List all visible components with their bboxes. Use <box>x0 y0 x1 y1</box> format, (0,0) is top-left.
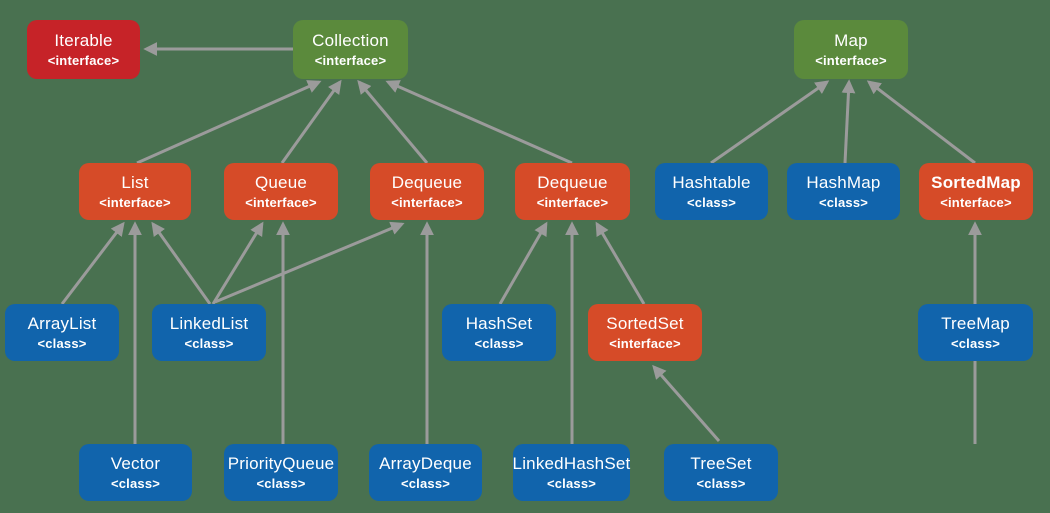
inheritance-arrow-queue-to-collection <box>280 79 342 164</box>
inheritance-arrow-linkedlist-to-dequeue <box>214 221 405 304</box>
node-hashtable-label: Hashtable <box>672 173 751 193</box>
node-treeset-label: TreeSet <box>690 454 752 474</box>
node-priorityqueue-stereotype: <class> <box>256 475 306 491</box>
node-hashmap-label: HashMap <box>806 173 881 193</box>
node-iterable-stereotype: <interface> <box>47 52 120 68</box>
node-arraydeque: ArrayDeque<class> <box>369 444 482 501</box>
node-vector-label: Vector <box>110 454 161 474</box>
node-map-label: Map <box>834 31 868 51</box>
node-list-stereotype: <interface> <box>99 194 171 210</box>
node-sortedmap: SortedMap<interface> <box>919 163 1033 220</box>
node-queue-label: Queue <box>254 173 308 193</box>
node-dequeue: Dequeue<interface> <box>370 163 484 220</box>
node-priorityqueue: PriorityQueue<class> <box>224 444 338 501</box>
node-linkedhashset: LinkedHashSet<class> <box>513 444 630 501</box>
node-hashset-label: HashSet <box>465 314 533 334</box>
node-vector: Vector<class> <box>79 444 192 501</box>
node-list: List<interface> <box>79 163 191 220</box>
node-linkedhashset-label: LinkedHashSet <box>512 454 631 474</box>
node-linkedlist-label: LinkedList <box>169 314 249 334</box>
node-dequeue2-label: Dequeue <box>537 173 608 193</box>
node-sortedmap-label: SortedMap <box>931 173 1021 193</box>
node-queue: Queue<interface> <box>224 163 338 220</box>
inheritance-arrow-treeset-to-sortedset <box>652 364 721 442</box>
node-treemap-label: TreeMap <box>941 314 1010 334</box>
node-iterable-label: Iterable <box>54 31 113 51</box>
node-linkedlist-stereotype: <class> <box>184 335 234 351</box>
node-arraydeque-label: ArrayDeque <box>379 454 472 474</box>
node-hashset-stereotype: <class> <box>474 335 524 351</box>
node-list-label: List <box>121 173 149 193</box>
node-vector-stereotype: <class> <box>110 475 161 491</box>
node-arraydeque-stereotype: <class> <box>400 475 451 491</box>
inheritance-arrow-arraylist-to-list <box>60 221 125 305</box>
node-collection-stereotype: <interface> <box>314 52 387 68</box>
node-dequeue-label: Dequeue <box>391 173 463 193</box>
inheritance-arrow-linkedlist-to-queue <box>211 221 264 305</box>
node-sortedset-label: SortedSet <box>606 314 684 334</box>
node-queue-stereotype: <interface> <box>245 194 317 210</box>
node-dequeue-stereotype: <interface> <box>391 194 463 210</box>
node-arraylist-stereotype: <class> <box>37 335 87 351</box>
inheritance-arrow-sortedset-to-dequeue2 <box>595 221 646 305</box>
node-sortedset-stereotype: <interface> <box>609 335 681 351</box>
node-collection: Collection<interface> <box>293 20 408 79</box>
node-hashtable: Hashtable<class> <box>655 163 768 220</box>
node-iterable: Iterable<interface> <box>27 20 140 79</box>
node-arraylist: ArrayList<class> <box>5 304 119 361</box>
inheritance-arrow-hashtable-to-map <box>710 80 830 165</box>
node-map: Map<interface> <box>794 20 908 79</box>
inheritance-arrow-sortedmap-to-map <box>866 80 976 165</box>
node-dequeue2-stereotype: <interface> <box>536 194 609 210</box>
node-sortedmap-stereotype: <interface> <box>940 194 1012 210</box>
node-priorityqueue-label: PriorityQueue <box>227 454 335 474</box>
inheritance-arrow-hashset-to-dequeue2 <box>498 221 548 305</box>
node-hashmap-stereotype: <class> <box>818 194 869 210</box>
inheritance-arrow-list-to-collection <box>136 80 322 165</box>
inheritance-arrow-dequeue-to-collection <box>357 79 429 164</box>
node-dequeue2: Dequeue<interface> <box>515 163 630 220</box>
node-sortedset: SortedSet<interface> <box>588 304 702 361</box>
inheritance-arrow-linkedlist-to-list <box>151 221 212 305</box>
node-hashtable-stereotype: <class> <box>686 194 737 210</box>
node-hashmap: HashMap<class> <box>787 163 900 220</box>
node-treeset: TreeSet<class> <box>664 444 778 501</box>
node-map-stereotype: <interface> <box>815 52 887 68</box>
inheritance-arrow-dequeue2-to-collection <box>385 80 573 165</box>
inheritance-arrow-hashmap-to-map <box>841 79 856 164</box>
node-arraylist-label: ArrayList <box>27 314 97 334</box>
node-treeset-stereotype: <class> <box>696 475 746 491</box>
node-collection-label: Collection <box>312 31 389 51</box>
node-treemap: TreeMap<class> <box>918 304 1033 361</box>
node-linkedlist: LinkedList<class> <box>152 304 266 361</box>
node-linkedhashset-stereotype: <class> <box>546 475 597 491</box>
node-hashset: HashSet<class> <box>442 304 556 361</box>
node-treemap-stereotype: <class> <box>950 335 1001 351</box>
